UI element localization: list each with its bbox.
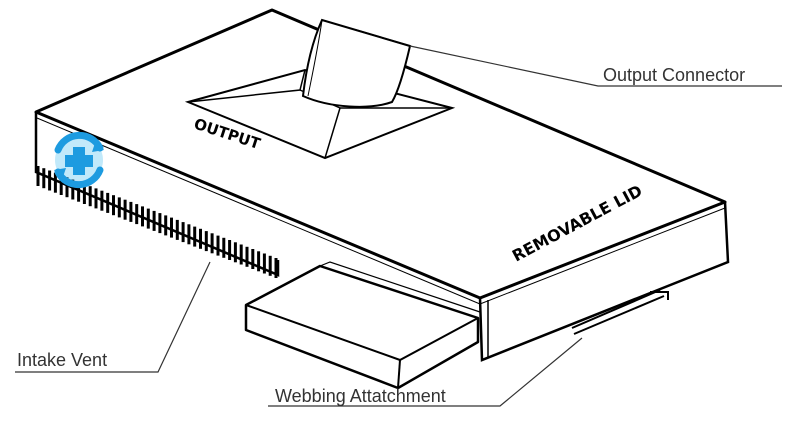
intake-vent-label: Intake Vent [17, 350, 107, 370]
medical-cross-refresh-logo [54, 131, 104, 189]
webbing-strap [571, 289, 669, 335]
battery-block [244, 264, 480, 390]
webbing-attachment-leader [268, 337, 583, 407]
output-connector [301, 18, 412, 108]
output-connector-leader [409, 45, 782, 87]
enclosure-front-side [478, 201, 730, 362]
output-connector-label: Output Connector [603, 65, 745, 85]
webbing-attachment-label: Webbing Attatchment [275, 386, 446, 406]
enclosure-left-side [34, 112, 280, 277]
intake-vent-leader [15, 261, 211, 373]
